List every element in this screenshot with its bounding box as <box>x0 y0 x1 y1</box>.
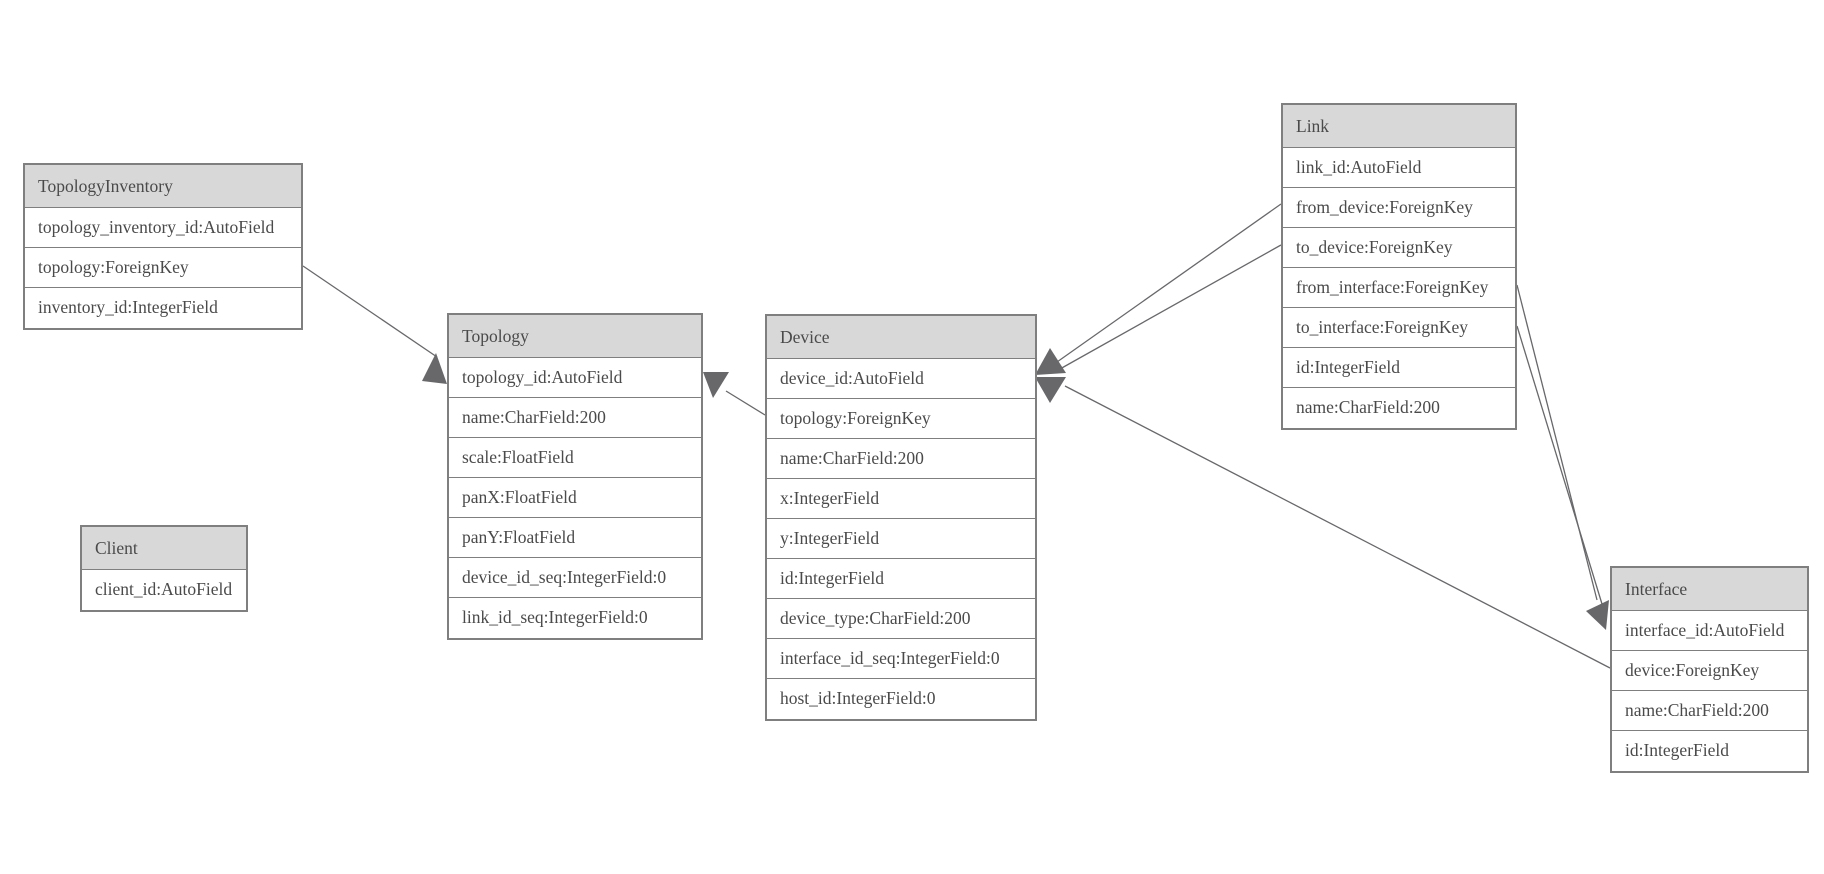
field-row: device_id:AutoField <box>767 359 1035 399</box>
field-row: name:CharField:200 <box>767 439 1035 479</box>
relation-link-tointerface-interface-line <box>1516 325 1603 605</box>
table-title: Client <box>82 527 246 570</box>
field-row: device_id_seq:IntegerField:0 <box>449 558 701 598</box>
field-row: x:IntegerField <box>767 479 1035 519</box>
table-interface: Interface interface_id:AutoField device:… <box>1610 566 1809 773</box>
field-row: host_id:IntegerField:0 <box>767 679 1035 719</box>
table-title: Link <box>1283 105 1515 148</box>
field-row: from_interface:ForeignKey <box>1283 268 1515 308</box>
field-row: interface_id_seq:IntegerField:0 <box>767 639 1035 679</box>
table-title: Device <box>767 316 1035 359</box>
field-row: topology:ForeignKey <box>767 399 1035 439</box>
field-row: panX:FloatField <box>449 478 701 518</box>
field-row: name:CharField:200 <box>1612 691 1807 731</box>
relation-link-todevice-device-line <box>1059 244 1282 370</box>
field-row: link_id_seq:IntegerField:0 <box>449 598 701 638</box>
field-row: inventory_id:IntegerField <box>25 288 301 328</box>
field-row: device_type:CharField:200 <box>767 599 1035 639</box>
table-client: Client client_id:AutoField <box>80 525 248 612</box>
relation-topologyinventory-topology-arrowhead-icon <box>422 353 447 384</box>
field-row: link_id:AutoField <box>1283 148 1515 188</box>
relation-link-frominterface-interface-line <box>1516 284 1598 601</box>
field-row: name:CharField:200 <box>449 398 701 438</box>
relation-link-interface-arrowhead-icon <box>1586 600 1609 630</box>
field-row: scale:FloatField <box>449 438 701 478</box>
field-row: interface_id:AutoField <box>1612 611 1807 651</box>
relation-topologyinventory-topology-line <box>302 265 438 358</box>
relation-link-device-arrowhead-icon <box>1035 348 1066 375</box>
field-row: topology_inventory_id:AutoField <box>25 208 301 248</box>
table-device: Device device_id:AutoField topology:Fore… <box>765 314 1037 721</box>
table-link: Link link_id:AutoField from_device:Forei… <box>1281 103 1517 430</box>
table-topology-inventory: TopologyInventory topology_inventory_id:… <box>23 163 303 330</box>
field-row: topology_id:AutoField <box>449 358 701 398</box>
field-row: id:IntegerField <box>1612 731 1807 771</box>
table-topology: Topology topology_id:AutoField name:Char… <box>447 313 703 640</box>
relation-link-fromdevice-device-line <box>1056 203 1282 363</box>
field-row: client_id:AutoField <box>82 570 246 610</box>
table-title: Interface <box>1612 568 1807 611</box>
field-row: y:IntegerField <box>767 519 1035 559</box>
relation-device-topology-arrowhead-icon <box>703 372 729 398</box>
field-row: to_device:ForeignKey <box>1283 228 1515 268</box>
field-row: name:CharField:200 <box>1283 388 1515 428</box>
field-row: id:IntegerField <box>767 559 1035 599</box>
field-row: id:IntegerField <box>1283 348 1515 388</box>
field-row: to_interface:ForeignKey <box>1283 308 1515 348</box>
field-row: device:ForeignKey <box>1612 651 1807 691</box>
table-title: TopologyInventory <box>25 165 301 208</box>
table-title: Topology <box>449 315 701 358</box>
field-row: from_device:ForeignKey <box>1283 188 1515 228</box>
field-row: panY:FloatField <box>449 518 701 558</box>
field-row: topology:ForeignKey <box>25 248 301 288</box>
relation-device-topology-line <box>725 390 766 416</box>
relation-interface-device-arrowhead-icon <box>1035 377 1066 403</box>
